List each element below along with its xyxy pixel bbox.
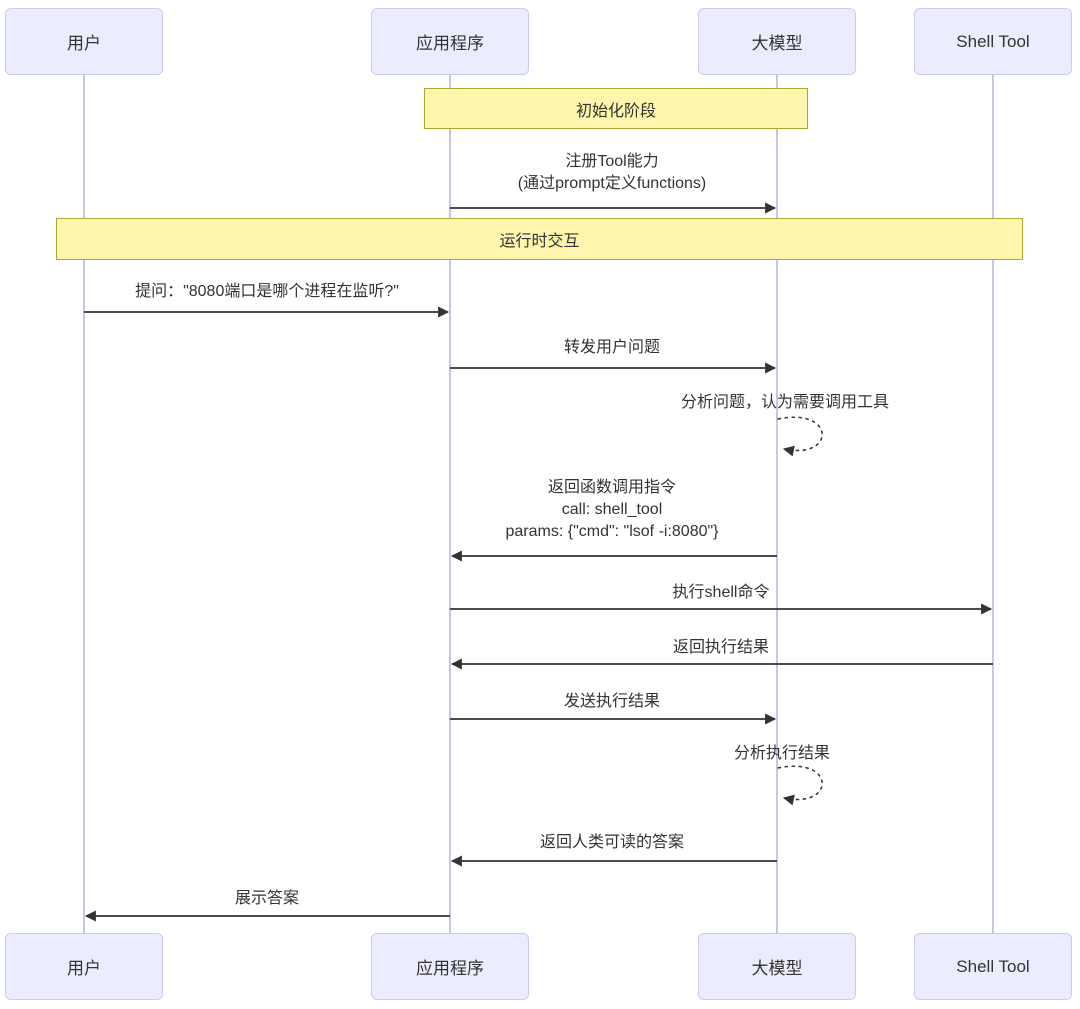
participant-user-label: 用户 <box>67 959 101 978</box>
message-return-result: 返回执行结果 <box>672 639 770 656</box>
participant-shell-label: Shell Tool <box>956 956 1030 976</box>
participant-llm-bottom: 大模型 <box>698 933 856 1000</box>
message-register-line1: 注册Tool能力 <box>565 153 659 170</box>
message-register-line2: (通过prompt定义functions) <box>517 175 707 192</box>
participant-shell-bottom: Shell Tool <box>914 933 1072 1000</box>
note-init-phase: 初始化阶段 <box>424 88 808 129</box>
participant-app-label: 应用程序 <box>416 34 484 53</box>
message-return-answer: 返回人类可读的答案 <box>539 834 685 851</box>
participant-llm-top: 大模型 <box>698 8 856 75</box>
participant-shell-top: Shell Tool <box>914 8 1072 75</box>
message-ask: 提问："8080端口是哪个进程在监听?" <box>135 283 399 300</box>
message-return-call-line1: 返回函数调用指令 <box>547 479 677 496</box>
message-analyze-result: 分析执行结果 <box>733 745 831 762</box>
participant-user-bottom: 用户 <box>5 933 163 1000</box>
message-return-call-line2: call: shell_tool <box>561 501 663 518</box>
participant-llm-label: 大模型 <box>751 959 803 978</box>
participant-user-label: 用户 <box>67 34 101 53</box>
message-return-call-line3: params: {"cmd": "lsof -i:8080"} <box>505 523 719 540</box>
note-runtime-phase: 运行时交互 <box>56 218 1023 260</box>
self-loop-analyze-result <box>777 765 823 806</box>
message-forward: 转发用户问题 <box>563 339 661 356</box>
participant-user-top: 用户 <box>5 8 163 75</box>
participant-app-label: 应用程序 <box>416 959 484 978</box>
message-exec-shell: 执行shell命令 <box>672 584 770 601</box>
participant-app-top: 应用程序 <box>371 8 529 75</box>
message-show-answer: 展示答案 <box>234 890 300 907</box>
self-loop-analyze-question <box>777 416 823 457</box>
participant-llm-label: 大模型 <box>751 34 803 53</box>
message-send-result: 发送执行结果 <box>563 693 661 710</box>
participant-app-bottom: 应用程序 <box>371 933 529 1000</box>
participant-shell-label: Shell Tool <box>956 31 1030 51</box>
message-analyze-question: 分析问题，认为需要调用工具 <box>680 394 890 411</box>
